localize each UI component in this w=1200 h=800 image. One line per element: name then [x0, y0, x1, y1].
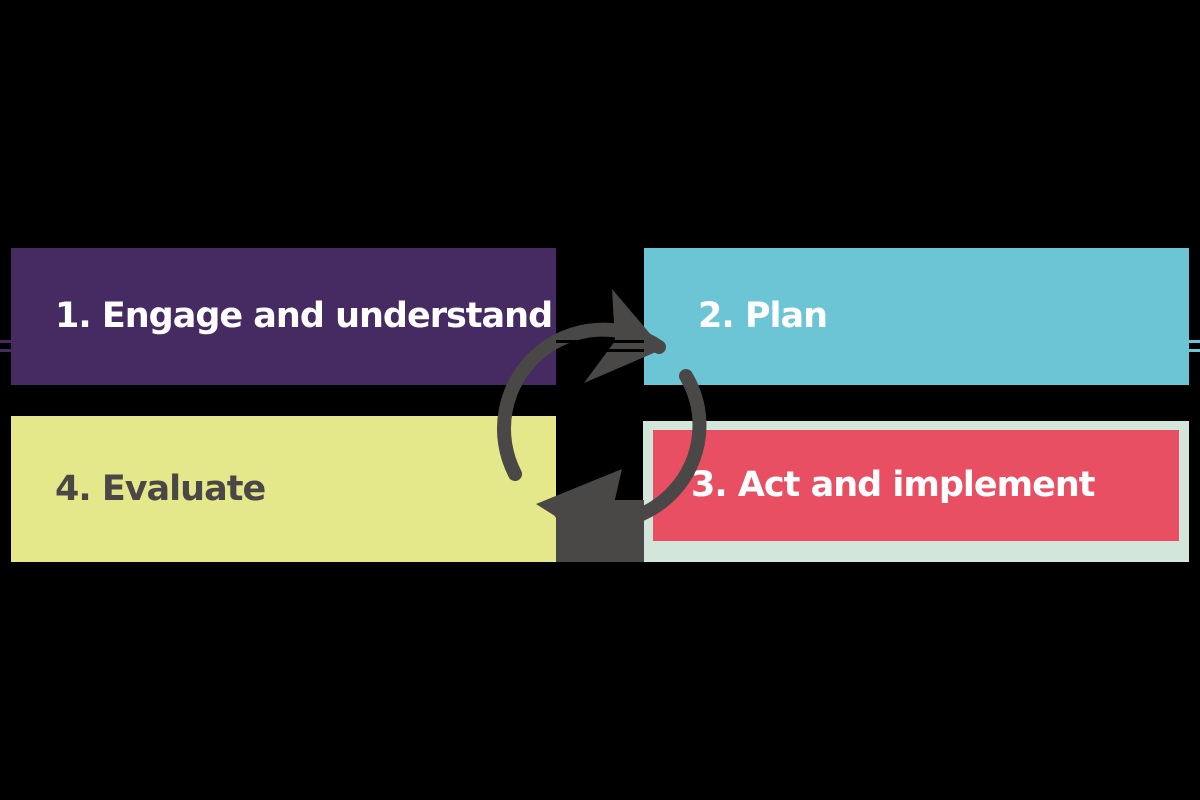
step-2-label: 2. Plan — [698, 296, 828, 336]
step-1-label: 1. Engage and understand — [55, 296, 553, 336]
stretch-artifact-line — [0, 349, 12, 352]
stretch-artifact-line — [0, 340, 12, 343]
step-2-box: 2. Plan — [644, 248, 1189, 385]
stretch-artifact-line — [1188, 340, 1200, 343]
step-3-box: 3. Act and implement — [653, 430, 1179, 541]
cycle-arrow-bottom-block — [556, 500, 644, 562]
step-3-frame: 3. Act and implement — [643, 421, 1189, 562]
stretch-artifact-line — [556, 349, 644, 352]
stretch-artifact-line — [556, 340, 644, 343]
stretch-artifact-line — [1188, 349, 1200, 352]
step-1-box: 1. Engage and understand — [11, 248, 556, 385]
step-4-label: 4. Evaluate — [55, 468, 266, 509]
step-4-box: 4. Evaluate — [11, 416, 556, 562]
step-3-label: 3. Act and implement — [691, 465, 1095, 505]
